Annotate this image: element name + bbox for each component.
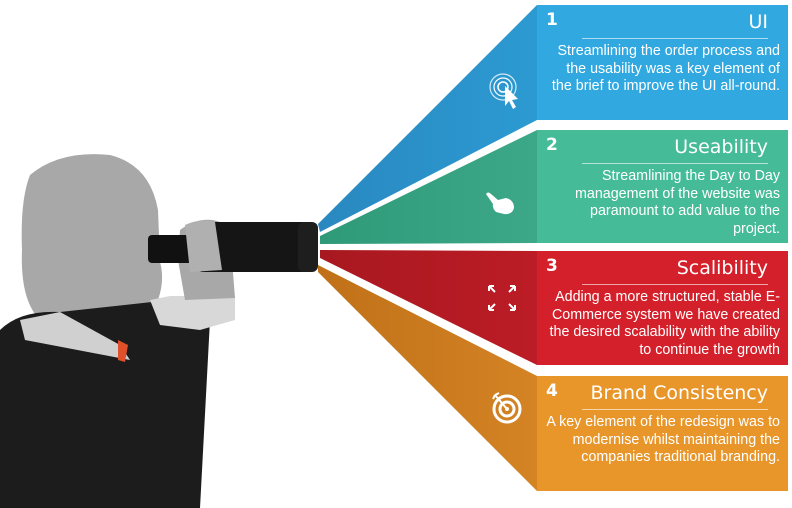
panel-number: 1 — [546, 10, 558, 30]
collar — [20, 312, 130, 360]
beam-4 — [318, 265, 537, 491]
pointing-hand-icon — [486, 192, 514, 215]
panel-brand-consistency: 4 Brand Consistency A key element of the… — [537, 376, 788, 491]
cuff — [150, 296, 235, 330]
panel-number: 4 — [546, 381, 558, 401]
panel-number: 3 — [546, 256, 558, 276]
binocular-lens — [298, 222, 318, 272]
binocular-body — [195, 222, 313, 272]
panel-number: 2 — [546, 135, 558, 155]
divider — [582, 38, 768, 39]
man-silhouette — [0, 154, 318, 508]
panel-title: UI — [748, 11, 768, 33]
panel-description: Streamlining the Day to Day management o… — [574, 168, 780, 237]
panel-description: Streamlining the order process and the u… — [551, 43, 780, 94]
divider — [582, 409, 768, 410]
panel-title: Useability — [674, 136, 768, 158]
panel-useability: 2 Useability Streamlining the Day to Day… — [537, 130, 788, 243]
expand-arrows-icon — [488, 285, 516, 311]
tie — [118, 340, 128, 362]
divider — [582, 284, 768, 285]
divider — [582, 163, 768, 164]
cursor-click-icon — [489, 73, 518, 109]
panel-ui: 1 UI Streamlining the order process and … — [537, 5, 788, 120]
panel-title: Scalibility — [676, 257, 768, 279]
panel-scalibility: 3 Scalibility Adding a more structured, … — [537, 251, 788, 365]
beam-2 — [320, 130, 537, 244]
target-icon — [492, 392, 522, 424]
panel-description: Adding a more structured, stable E-Comme… — [549, 289, 780, 358]
fingers — [185, 220, 222, 272]
panel-title: Brand Consistency — [590, 382, 768, 404]
beam-1 — [318, 5, 537, 232]
beam-3 — [320, 250, 537, 365]
suit — [0, 300, 210, 508]
panel-description: A key element of the redesign was to mod… — [546, 414, 780, 465]
head — [21, 154, 163, 320]
binocular-eyepiece — [148, 235, 198, 263]
